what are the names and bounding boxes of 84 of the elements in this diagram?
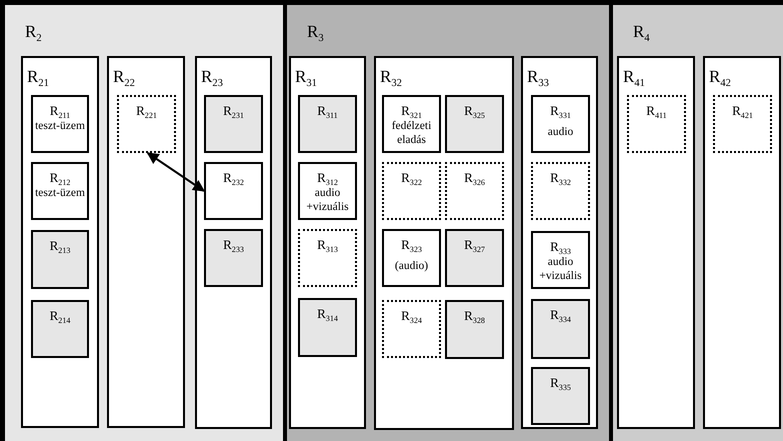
region-label: R$_{323}$ [401, 237, 422, 253]
planned-region-box [531, 162, 590, 220]
planned-region-box [298, 229, 357, 287]
region-box [31, 95, 89, 153]
region-note: audio [546, 125, 574, 139]
region-label: R$_{3}$ [307, 23, 324, 40]
region-box [298, 298, 357, 357]
region-label: R$_{41}$ [623, 68, 645, 85]
region-label: R$_{22}$ [113, 68, 135, 85]
region-box [298, 162, 357, 220]
region-box [531, 231, 590, 289]
region-label: R$_{214}$ [50, 308, 70, 324]
planned-region-box [713, 95, 772, 153]
region-box [445, 229, 504, 287]
region-box [382, 229, 441, 287]
region-label: R$_{23}$ [201, 68, 223, 85]
region-box [382, 95, 441, 153]
region-label: R$_{233}$ [223, 237, 244, 253]
region-label: R$_{2}$ [25, 23, 42, 40]
region-label: R$_{324}$ [401, 308, 422, 324]
region-column [21, 56, 99, 428]
planned-region-box [627, 95, 686, 153]
region-label: R$_{326}$ [464, 170, 485, 186]
double-arrow [146, 152, 205, 192]
region-label: R$_{211}$ [50, 103, 70, 119]
region-label: R$_{31}$ [295, 68, 317, 85]
region-label: R$_{334}$ [550, 307, 571, 323]
region-label: R$_{327}$ [464, 237, 485, 253]
region-column [195, 56, 272, 429]
region-label: R$_{325}$ [464, 103, 485, 119]
region-label: R$_{213}$ [50, 238, 70, 254]
region-box [204, 95, 263, 153]
region-box [531, 367, 590, 425]
region-box [204, 229, 263, 287]
region-column [521, 56, 598, 429]
region-box [31, 300, 89, 358]
region-label: R$_{421}$ [732, 103, 753, 119]
region-box [31, 230, 89, 289]
region-label: R$_{328}$ [464, 308, 485, 324]
region-label: R$_{313}$ [317, 237, 338, 253]
region-note: fedélzeti eladás [390, 119, 432, 147]
region-column [703, 56, 781, 429]
region-column [374, 56, 514, 430]
region-column [107, 56, 185, 428]
region-label: R$_{4}$ [633, 23, 650, 40]
region-label: R$_{411}$ [646, 103, 667, 119]
region-label: R$_{332}$ [550, 170, 571, 186]
planned-region-box [382, 162, 441, 220]
region-label: R$_{321}$ [401, 103, 422, 119]
region-label: R$_{33}$ [527, 68, 549, 85]
region-note: teszt-üzem [35, 186, 85, 200]
region-label: R$_{21}$ [27, 68, 49, 85]
region-label: R$_{42}$ [709, 68, 731, 85]
region-note: audio +vizuális [305, 186, 350, 214]
region-label: R$_{314}$ [317, 306, 338, 322]
region-box [531, 95, 590, 153]
region-panel [287, 5, 609, 441]
region-box [298, 95, 357, 153]
region-note: audio +vizuális [538, 255, 583, 283]
region-label: R$_{322}$ [401, 170, 422, 186]
region-label: R$_{32}$ [380, 68, 402, 85]
region-box [31, 162, 89, 220]
region-label: R$_{312}$ [317, 170, 338, 186]
region-label: R$_{335}$ [550, 375, 571, 391]
region-label: R$_{331}$ [550, 103, 571, 119]
region-box [445, 300, 504, 359]
region-label: R$_{212}$ [50, 170, 70, 186]
region-label: R$_{232}$ [223, 170, 244, 186]
region-box [531, 299, 590, 359]
region-column [617, 56, 695, 429]
region-panel [613, 5, 783, 441]
region-label: R$_{311}$ [317, 103, 338, 119]
region-note: (audio) [394, 259, 430, 273]
region-box [204, 162, 263, 220]
region-label: R$_{231}$ [223, 103, 244, 119]
region-note: teszt-üzem [35, 119, 85, 133]
region-panel [5, 5, 283, 441]
region-label: R$_{333}$ [550, 239, 571, 255]
planned-region-box [445, 162, 504, 220]
planned-region-box [117, 95, 176, 153]
planned-region-box [382, 300, 441, 358]
region-box [445, 95, 504, 153]
region-label: R$_{221}$ [136, 103, 157, 119]
region-column [289, 56, 366, 429]
